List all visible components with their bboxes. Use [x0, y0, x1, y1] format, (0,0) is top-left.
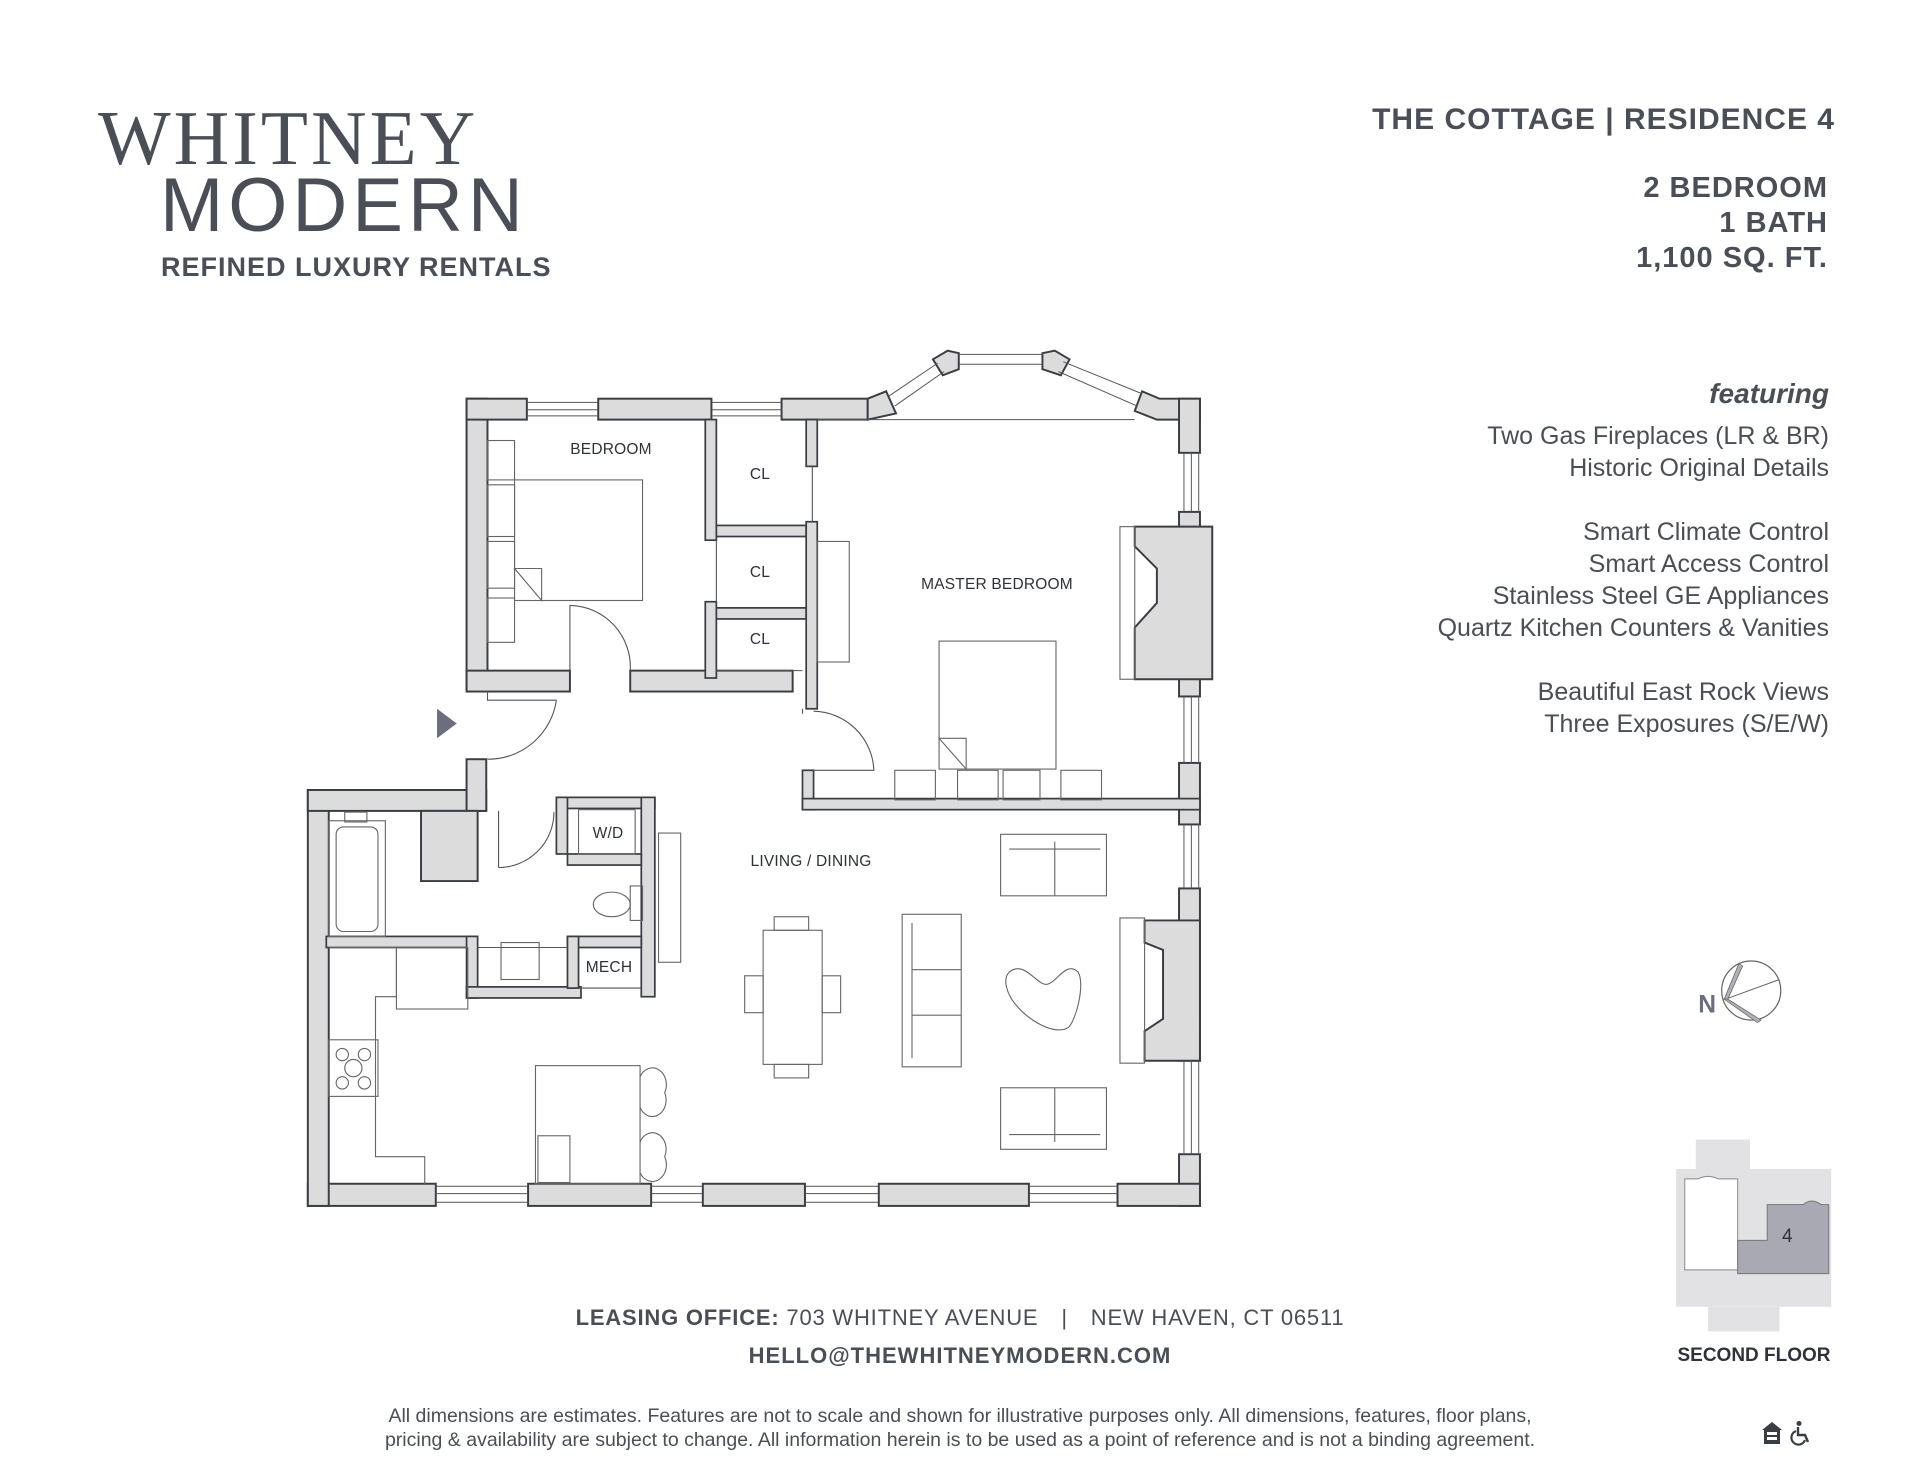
feature-item: Three Exposures (S/E/W)	[1544, 710, 1829, 738]
office-city: NEW HAVEN, CT 06511	[1090, 1305, 1345, 1330]
room-label-master-bedroom: MASTER BEDROOM	[921, 576, 1073, 593]
office-label: LEASING OFFICE:	[575, 1305, 780, 1330]
disclaimer: All dimensions are estimates. Features a…	[260, 1404, 1660, 1452]
svg-text:N: N	[1698, 992, 1716, 1019]
compliance-icons	[1760, 1420, 1814, 1446]
windows	[435, 353, 1200, 1203]
equal-housing-icon	[1762, 1422, 1782, 1444]
address-separator: |	[1061, 1305, 1068, 1330]
bath-count: 1 BATH	[1719, 207, 1828, 239]
room-label-living-dining: LIVING / DINING	[750, 853, 872, 870]
email-link[interactable]: HELLO@THEWHITNEYMODERN.COM	[748, 1343, 1172, 1368]
unit-title: THE COTTAGE | RESIDENCE 4	[1372, 103, 1835, 136]
furniture	[328, 439, 1146, 1185]
brand-name-line2: MODERN	[160, 163, 528, 248]
features-list: Two Gas Fireplaces (LR & BR) Historic Or…	[1438, 420, 1829, 740]
disclaimer-line2: pricing & availability are subject to ch…	[384, 1429, 1536, 1451]
feature-item: Stainless Steel GE Appliances	[1492, 582, 1829, 610]
unit-stats: 2 BEDROOM 1 BATH 1,100 SQ. FT.	[1636, 171, 1828, 276]
features-heading: featuring	[1709, 378, 1829, 409]
feature-item: Smart Access Control	[1588, 550, 1829, 578]
feature-item: Historic Original Details	[1569, 454, 1829, 482]
entry-arrow-icon	[437, 708, 457, 739]
contact-email: HELLO@THEWHITNEYMODERN.COM	[0, 1343, 1920, 1369]
leasing-office-address: LEASING OFFICE: 703 WHITNEY AVENUE | NEW…	[0, 1305, 1920, 1331]
room-label-laundry: W/D	[592, 825, 624, 842]
disclaimer-line1: All dimensions are estimates. Features a…	[388, 1405, 1532, 1427]
interior-walls	[325, 418, 1201, 999]
brand-name-line1: WHITNEY	[98, 95, 479, 181]
key-plan-floor-label: SECOND FLOOR	[1677, 1345, 1831, 1366]
office-street: 703 WHITNEY AVENUE	[786, 1305, 1039, 1330]
doors	[477, 466, 875, 989]
room-label-closet-2: CL	[749, 564, 771, 581]
north-compass-icon: N	[1698, 960, 1782, 1024]
bedroom-count: 2 BEDROOM	[1643, 172, 1828, 204]
feature-item: Quartz Kitchen Counters & Vanities	[1437, 614, 1829, 642]
room-label-bedroom: BEDROOM	[570, 441, 652, 458]
feature-item: Smart Climate Control	[1583, 518, 1829, 546]
room-label-closet-3: CL	[749, 631, 771, 648]
square-footage: 1,100 SQ. FT.	[1636, 242, 1828, 274]
feature-item: Beautiful East Rock Views	[1537, 678, 1829, 706]
feature-item: Two Gas Fireplaces (LR & BR)	[1487, 422, 1829, 450]
room-label-closet-1: CL	[749, 466, 771, 483]
key-plan-unit-number: 4	[1782, 1226, 1793, 1247]
accessibility-icon	[1790, 1421, 1810, 1446]
brand-tagline: REFINED LUXURY RENTALS	[161, 252, 552, 282]
key-plan	[1676, 1139, 1832, 1332]
room-label-mech: MECH	[585, 959, 633, 976]
